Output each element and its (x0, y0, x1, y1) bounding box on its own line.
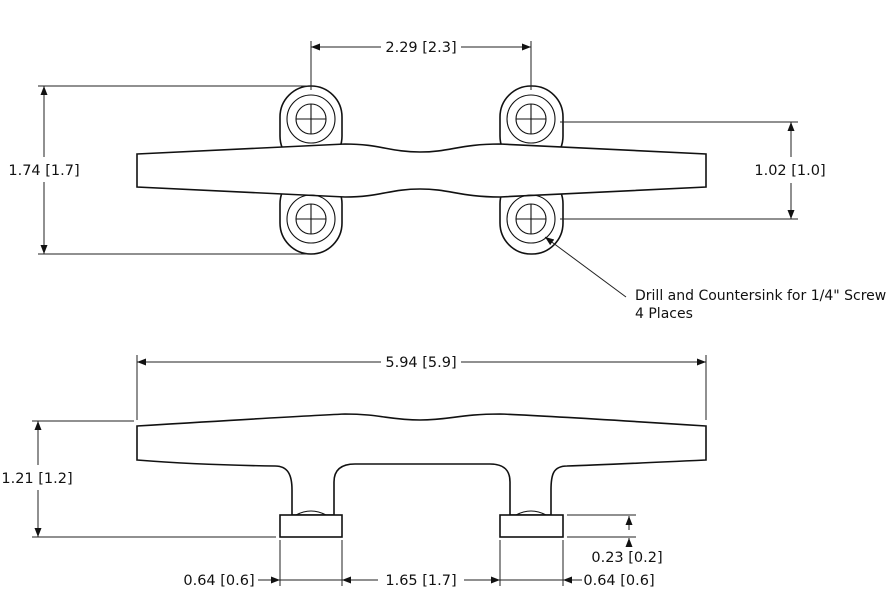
dim-foot-spacing-label: 1.65 [1.7] (385, 573, 456, 589)
dim-foot-widths: 0.64 [0.6] 1.65 [1.7] 0.64 [0.6] (183, 540, 655, 589)
dim-base-thickness-label: 0.23 [0.2] (591, 550, 662, 566)
top-view: 2.29 [2.3] 1.74 [1.7] 1.02 [1.0] Drill a… (8, 40, 886, 322)
right-countersink (515, 510, 547, 516)
hole-top-right (506, 94, 556, 144)
dim-top-overall-height-label: 1.74 [1.7] (8, 163, 79, 179)
left-foot-base (279, 514, 343, 538)
dim-left-foot-label: 0.64 [0.6] (183, 573, 254, 589)
countersink-note: Drill and Countersink for 1/4" Screw 4 P… (544, 236, 886, 322)
dim-base-thickness: 0.23 [0.2] (567, 514, 663, 566)
dim-hole-vertical-spacing: 1.02 [1.0] (560, 121, 826, 220)
top-body (136, 143, 707, 198)
side-body (136, 413, 707, 516)
dim-right-foot-label: 0.64 [0.6] (583, 573, 654, 589)
dim-hole-vertical-spacing-label: 1.02 [1.0] (754, 163, 825, 179)
hole-bottom-left (286, 194, 336, 244)
side-view: 5.94 [5.9] 1.21 [1.2] 0.23 [0.2] (1, 355, 707, 589)
note-line-2: 4 Places (635, 306, 693, 322)
right-foot-base (499, 514, 564, 538)
dim-overall-length-label: 5.94 [5.9] (385, 355, 456, 371)
left-countersink (295, 510, 327, 516)
dim-side-overall-height: 1.21 [1.2] (1, 420, 276, 538)
dim-overall-length: 5.94 [5.9] (136, 355, 707, 420)
dim-hole-spacing-label: 2.29 [2.3] (385, 40, 456, 56)
note-line-1: Drill and Countersink for 1/4" Screw (635, 288, 886, 304)
dim-hole-spacing: 2.29 [2.3] (310, 40, 532, 90)
dim-side-overall-height-label: 1.21 [1.2] (1, 471, 72, 487)
dim-top-overall-height: 1.74 [1.7] (8, 85, 308, 255)
hole-bottom-right (506, 194, 556, 244)
hole-top-left (286, 94, 336, 144)
